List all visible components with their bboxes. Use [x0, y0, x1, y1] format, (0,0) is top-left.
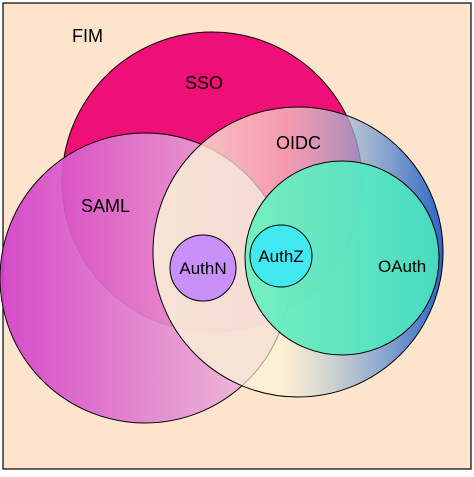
oauth-circle	[244, 160, 440, 356]
fim-label: FIM	[72, 26, 103, 46]
saml-label: SAML	[81, 196, 130, 216]
oidc-label: OIDC	[276, 133, 321, 153]
sso-label: SSO	[185, 73, 223, 93]
oauth-label: OAuth	[378, 257, 426, 276]
authn-circle	[169, 234, 237, 302]
authn-label: AuthN	[179, 259, 226, 278]
authz-label: AuthZ	[258, 247, 303, 266]
authz-circle	[249, 224, 313, 288]
